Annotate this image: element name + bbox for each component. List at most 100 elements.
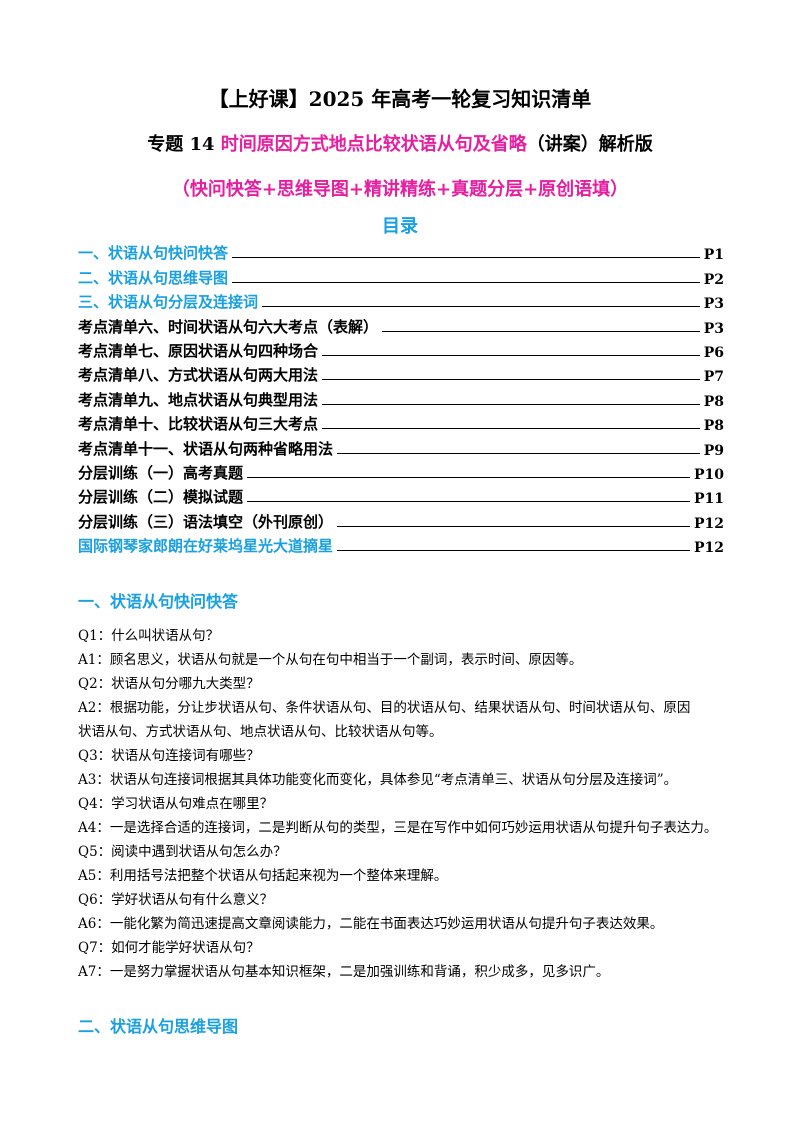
qa-line: Q3：状语从句连接词有哪些？ [78, 744, 728, 768]
toc-item-label: 二、状语从句思维导图 [78, 268, 229, 287]
qa-label: Q5： [78, 844, 112, 860]
subtitle-topic: 时间原因方式地点比较状语从句及省略 [220, 134, 527, 155]
qa-label: A3： [78, 772, 110, 788]
toc-item-page: P9 [703, 442, 724, 459]
qa-label: A6： [78, 916, 110, 932]
section-heading-mindmap: 二、状语从句思维导图 [78, 1017, 239, 1036]
toc-item-label: 一、状语从句快问快答 [78, 244, 229, 263]
doc-title: 【上好课】2025 年高考一轮复习知识清单 [208, 87, 592, 111]
qa-label: A5： [78, 868, 110, 884]
toc-leader-line [247, 476, 690, 478]
toc-item-label: 考点清单七、原因状语从句四种场合 [78, 341, 319, 360]
qa-text: 状语从句分哪九大类型？ [111, 676, 260, 692]
qa-label: A4： [78, 820, 110, 836]
qa-line: A1：顾名思义，状语从句就是一个从句在句中相当于一个副词，表示时间、原因等。 [78, 648, 728, 672]
toc-item-label: 三、状语从句分层及连接词 [78, 293, 259, 312]
section-heading-qa: 一、状语从句快问快答 [78, 592, 239, 611]
toc-item-page: P6 [703, 344, 724, 361]
toc-item-page: P8 [703, 418, 724, 435]
toc-item-page: P8 [703, 393, 724, 410]
subtitle-suffix: （讲案）解析版 [526, 134, 653, 155]
qa-text: 一是努力掌握状语从句基本知识框架，二是加强训练和背诵，积少成多，见多识广。 [109, 964, 610, 980]
toc-leader-line [232, 257, 700, 259]
toc-item-label: 考点清单十、比较状语从句三大考点 [78, 415, 319, 434]
qa-line: Q5：阅读中遇到状语从句怎么办？ [78, 840, 728, 864]
qa-line: 状语从句、方式状语从句、地点状语从句、比较状语从句等。 [78, 720, 728, 744]
toc-item-page: P1 [703, 247, 724, 264]
toc-leader-line [262, 306, 700, 308]
qa-label: Q7： [78, 940, 112, 956]
toc-item[interactable]: 考点清单十、比较状语从句三大考点 P8 [78, 410, 724, 434]
qa-label: Q2： [78, 676, 112, 692]
toc-leader-line [382, 330, 700, 332]
qa-text: 顾名思义，状语从句就是一个从句在句中相当于一个副词，表示时间、原因等。 [109, 652, 583, 668]
toc-item[interactable]: 分层训练（一）高考真题 P10 [78, 459, 724, 483]
qa-line: Q7：如何才能学好状语从句？ [78, 936, 728, 960]
qa-label: A2： [78, 700, 110, 716]
toc-title: 目录 [382, 216, 418, 237]
qa-label: Q1： [78, 628, 112, 644]
qa-line: Q4：学习状语从句难点在哪里？ [78, 792, 728, 816]
toc-item[interactable]: 一、状语从句快问快答 P1 [78, 239, 724, 263]
qa-line: A2：根据功能，分让步状语从句、条件状语从句、目的状语从句、结果状语从句、时间状… [78, 696, 728, 720]
qa-text: 什么叫状语从句？ [111, 628, 220, 644]
toc-leader-line [337, 550, 690, 552]
qa-label: Q6： [78, 892, 112, 908]
toc-item-page: P12 [693, 515, 724, 532]
qa-line: A5：利用括号法把整个状语从句括起来视为一个整体来理解。 [78, 864, 728, 888]
qa-label: Q4： [78, 796, 112, 812]
toc-item-page: P2 [703, 271, 724, 288]
toc-item-label: 考点清单九、地点状语从句典型用法 [78, 390, 319, 409]
qa-line: Q6：学好状语从句有什么意义？ [78, 888, 728, 912]
qa-line: Q1：什么叫状语从句？ [78, 624, 728, 648]
toc-item-page: P10 [693, 466, 724, 483]
toc-leader-line [337, 452, 700, 454]
qa-text: 一能化繁为简迅速提高文章阅读能力，二能在书面表达巧妙运用状语从句提升句子表达效果… [109, 916, 664, 932]
qa-line: A6：一能化繁为简迅速提高文章阅读能力，二能在书面表达巧妙运用状语从句提升句子表… [78, 912, 728, 936]
toc-item[interactable]: 考点清单十一、状语从句两种省略用法 P9 [78, 434, 724, 459]
toc-item[interactable]: 分层训练（三）语法填空（外刊原创） P12 [78, 507, 724, 532]
toc-item[interactable]: 考点清单九、地点状语从句典型用法 P8 [78, 385, 724, 410]
doc-subtitle: 专题 14 时间原因方式地点比较状语从句及省略（讲案）解析版 [0, 132, 800, 158]
toc-item-label: 分层训练（三）语法填空（外刊原创） [78, 512, 334, 531]
toc-item[interactable]: 考点清单八、方式状语从句两大用法 P7 [78, 361, 724, 385]
qa-label: A7： [78, 964, 110, 980]
toc-item[interactable]: 三、状语从句分层及连接词 P3 [78, 288, 724, 312]
toc-leader-line [232, 281, 700, 283]
toc-item[interactable]: 考点清单七、原因状语从句四种场合 P6 [78, 337, 724, 361]
qa-line: A3：状语从句连接词根据其具体功能变化而变化，具体参见“考点清单三、状语从句分层… [78, 768, 728, 792]
toc-item[interactable]: 二、状语从句思维导图 P2 [78, 263, 724, 288]
qa-list: Q1：什么叫状语从句？ A1：顾名思义，状语从句就是一个从句在句中相当于一个副词… [78, 624, 728, 984]
toc-leader-line [247, 501, 690, 503]
toc-item-label: 考点清单八、方式状语从句两大用法 [78, 366, 319, 385]
table-of-contents: 一、状语从句快问快答 P1 二、状语从句思维导图 P2 三、状语从句分层及连接词 P3… [78, 239, 724, 556]
toc-item-label: 分层训练（一）高考真题 [78, 463, 244, 482]
qa-line: A4：一是选择合适的连接词，二是判断从句的类型，三是在写作中如何巧妙运用状语从句… [78, 816, 728, 840]
qa-text: 学习状语从句难点在哪里？ [111, 796, 274, 812]
qa-text: 状语从句连接词有哪些？ [111, 748, 260, 764]
qa-text: 根据功能，分让步状语从句、条件状语从句、目的状语从句、结果状语从句、时间状语从句… [109, 700, 691, 716]
qa-text: 如何才能学好状语从句？ [111, 940, 260, 956]
qa-text: 阅读中遇到状语从句怎么办？ [111, 844, 287, 860]
qa-line: A7：一是努力掌握状语从句基本知识框架，二是加强训练和背诵，积少成多，见多识广。 [78, 960, 728, 984]
toc-leader-line [322, 354, 700, 356]
toc-item-page: P7 [703, 369, 724, 386]
subtitle-prefix: 专题 14 [147, 134, 221, 155]
toc-item-label: 国际钢琴家郎朗在好莱坞星光大道摘星 [78, 537, 334, 556]
qa-text: 状语从句连接词根据其具体功能变化而变化，具体参见“考点清单三、状语从句分层及连接… [109, 772, 678, 788]
toc-item-label: 考点清单十一、状语从句两种省略用法 [78, 439, 334, 458]
doc-tagline: （快问快答+思维导图+精讲精练+真题分层+原创语填） [171, 179, 629, 200]
toc-leader-line [322, 379, 700, 381]
toc-item-label: 考点清单六、时间状语从句六大考点（表解） [78, 317, 379, 336]
toc-item-page: P3 [703, 296, 724, 313]
qa-text: 一是选择合适的连接词，二是判断从句的类型，三是在写作中如何巧妙运用状语从句提升句… [109, 820, 718, 836]
toc-leader-line [337, 525, 690, 527]
qa-text: 状语从句、方式状语从句、地点状语从句、比较状语从句等。 [78, 724, 443, 740]
qa-line: Q2：状语从句分哪九大类型？ [78, 672, 728, 696]
toc-item-page: P3 [703, 320, 724, 337]
toc-item[interactable]: 考点清单六、时间状语从句六大考点（表解） P3 [78, 312, 724, 337]
toc-item-label: 分层训练（二）模拟试题 [78, 488, 244, 507]
